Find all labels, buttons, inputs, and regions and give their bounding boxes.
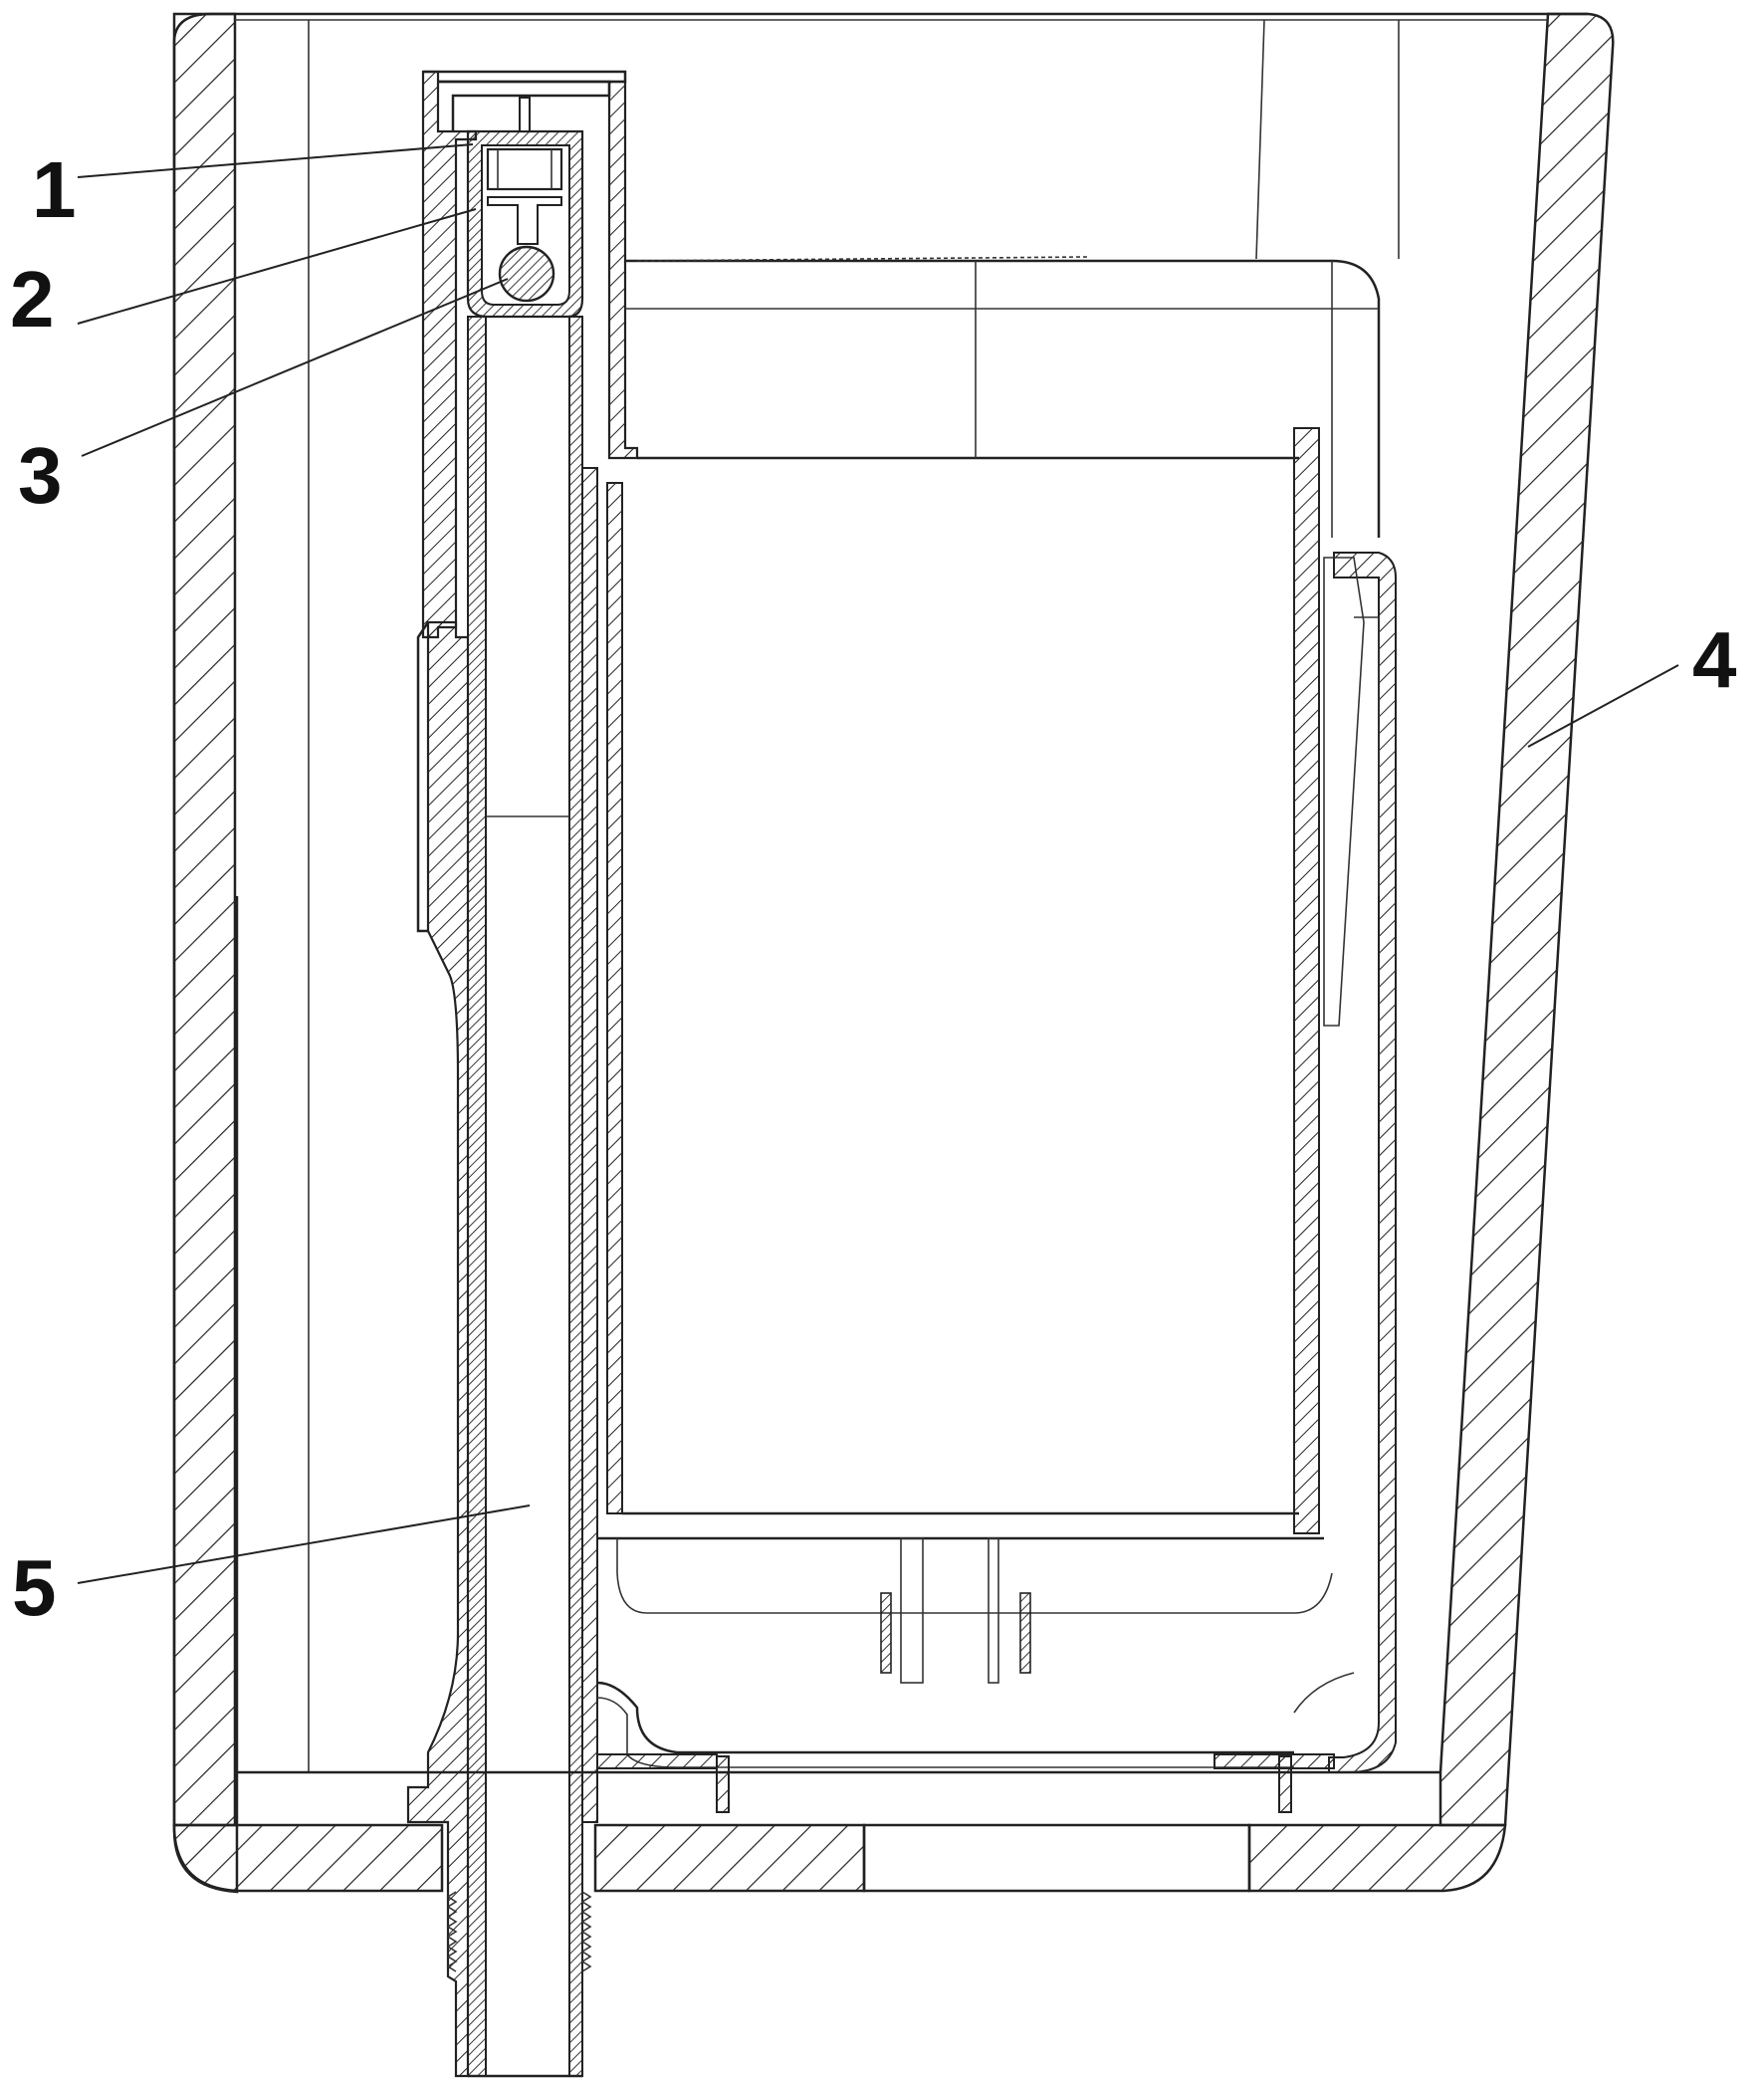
thread-left <box>446 1891 458 1972</box>
lower-sleeve <box>406 620 470 2078</box>
bottom-plate-right <box>1213 1753 1335 1769</box>
housing-bottom-right <box>1247 1823 1507 1893</box>
leader-4 <box>1527 664 1679 748</box>
part-1-plug <box>486 147 563 191</box>
label-2: 2 <box>10 255 55 344</box>
housing-bottom-left <box>172 1823 444 1893</box>
leader-3 <box>81 278 509 457</box>
clip-left <box>880 1592 892 1674</box>
reference-labels: 1 2 3 4 5 <box>10 145 1737 1632</box>
outer-housing <box>172 12 1615 1894</box>
label-3: 3 <box>18 431 63 520</box>
central-tube <box>406 70 639 2078</box>
tube-left-wall <box>467 316 487 2077</box>
cup-outer-right <box>1328 552 1397 1773</box>
inner-container <box>596 256 1397 1813</box>
label-5: 5 <box>12 1543 57 1632</box>
clip-right <box>1019 1592 1031 1674</box>
fixing-left-tab <box>716 1755 730 1813</box>
tube-outer-right-sleeve <box>606 482 623 1514</box>
tube-inner-right-sleeve <box>581 467 598 1823</box>
leader-1 <box>77 143 474 178</box>
housing-bottom-mid <box>593 1823 866 1893</box>
part-2-stem <box>487 196 562 245</box>
label-4: 4 <box>1692 615 1737 704</box>
housing-left-wall <box>172 12 237 1827</box>
leader-2 <box>77 208 477 325</box>
tube-right-wall <box>568 316 583 2077</box>
label-1: 1 <box>32 145 77 234</box>
housing-right-wall <box>1438 12 1615 1827</box>
bottom-plate-left <box>596 1753 718 1769</box>
thread-right <box>580 1891 592 1972</box>
sleeve-right-wall <box>607 80 639 460</box>
leader-lines <box>77 143 1679 1584</box>
part-3-ball <box>498 245 555 303</box>
leader-5 <box>77 1504 531 1584</box>
container-right-wall <box>1293 427 1320 1534</box>
